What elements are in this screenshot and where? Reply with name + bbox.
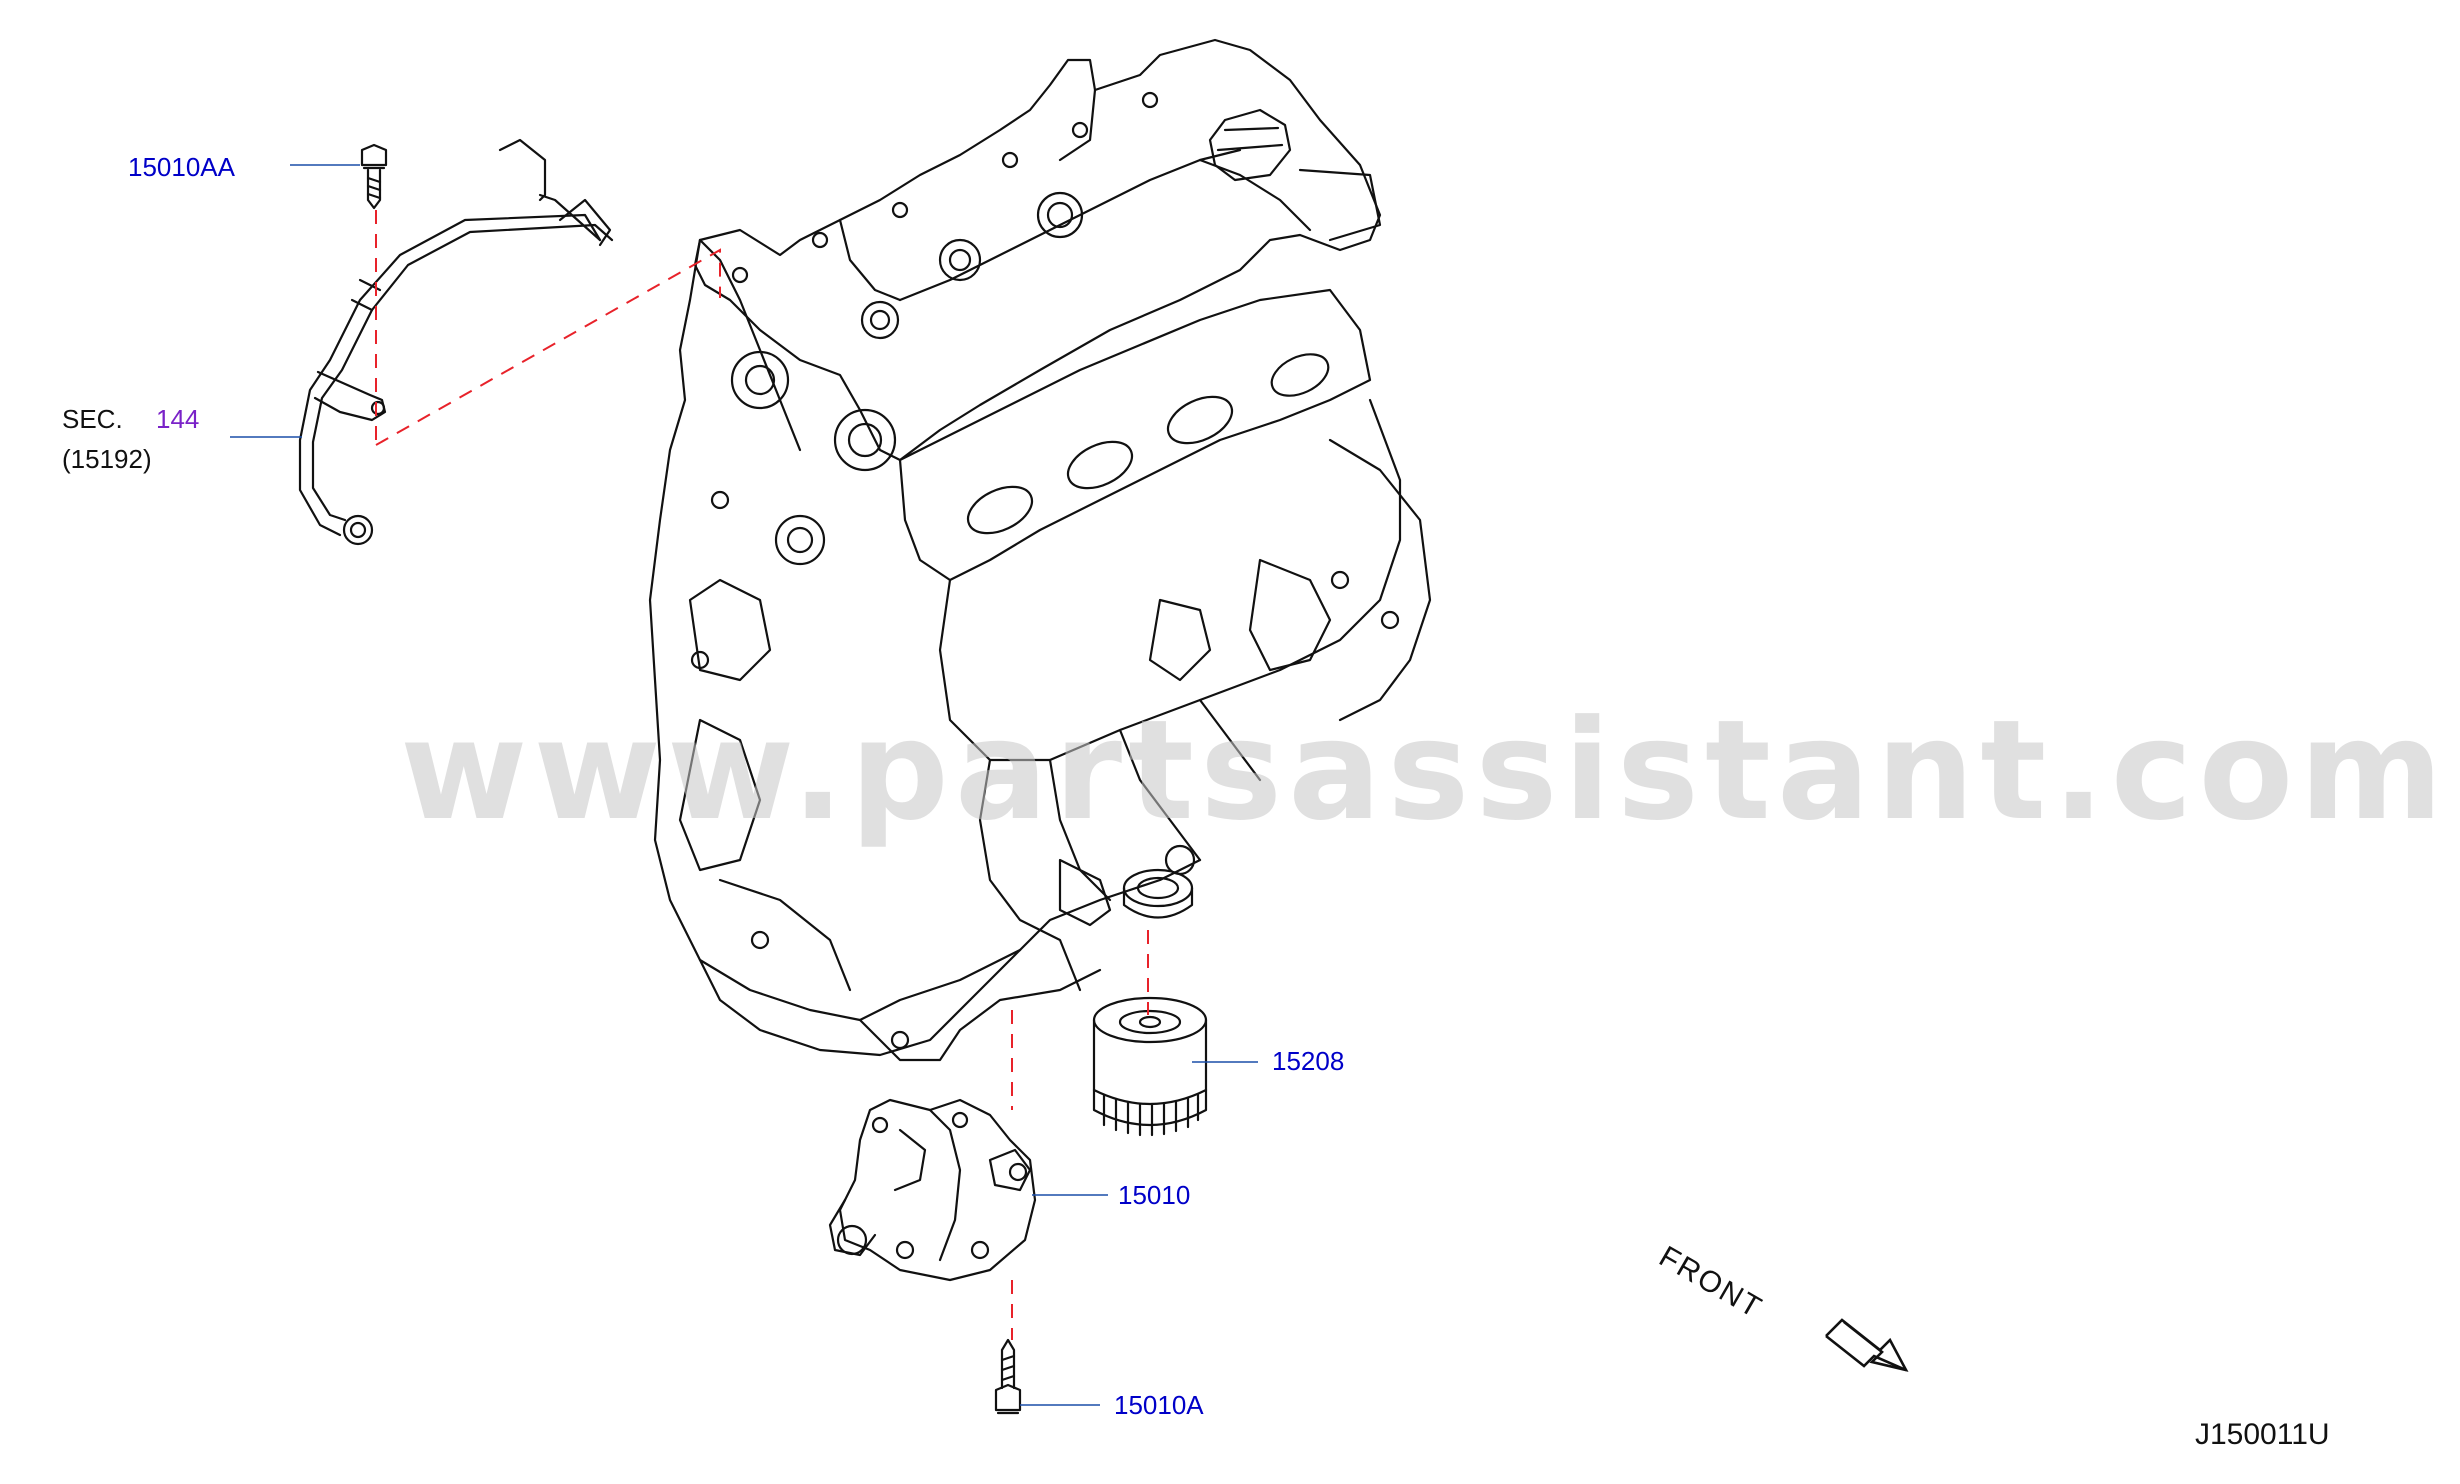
sensor-harness-part [298,138,614,546]
bolt-upper-part [360,143,388,210]
oil-filter-part [1092,996,1208,1137]
engine-block [648,38,1432,1062]
bolt-lower-part [994,1338,1022,1415]
dash-harness-to-block [375,248,721,446]
oil-pump-part [828,1098,1037,1282]
callout-15010A[interactable]: 15010A [1114,1390,1204,1420]
callout-sec-prefix: SEC. [62,404,123,434]
callout-15010[interactable]: 15010 [1118,1180,1191,1210]
callout-sec-part: (15192) [62,444,152,474]
callout-sec-144[interactable]: 144 [156,404,200,434]
callout-15010AA[interactable]: 15010AA [128,152,235,182]
front-arrow-icon [1825,1318,1909,1372]
diagram-id: J150011U [2195,1418,2330,1451]
callout-15208[interactable]: 15208 [1272,1046,1345,1076]
